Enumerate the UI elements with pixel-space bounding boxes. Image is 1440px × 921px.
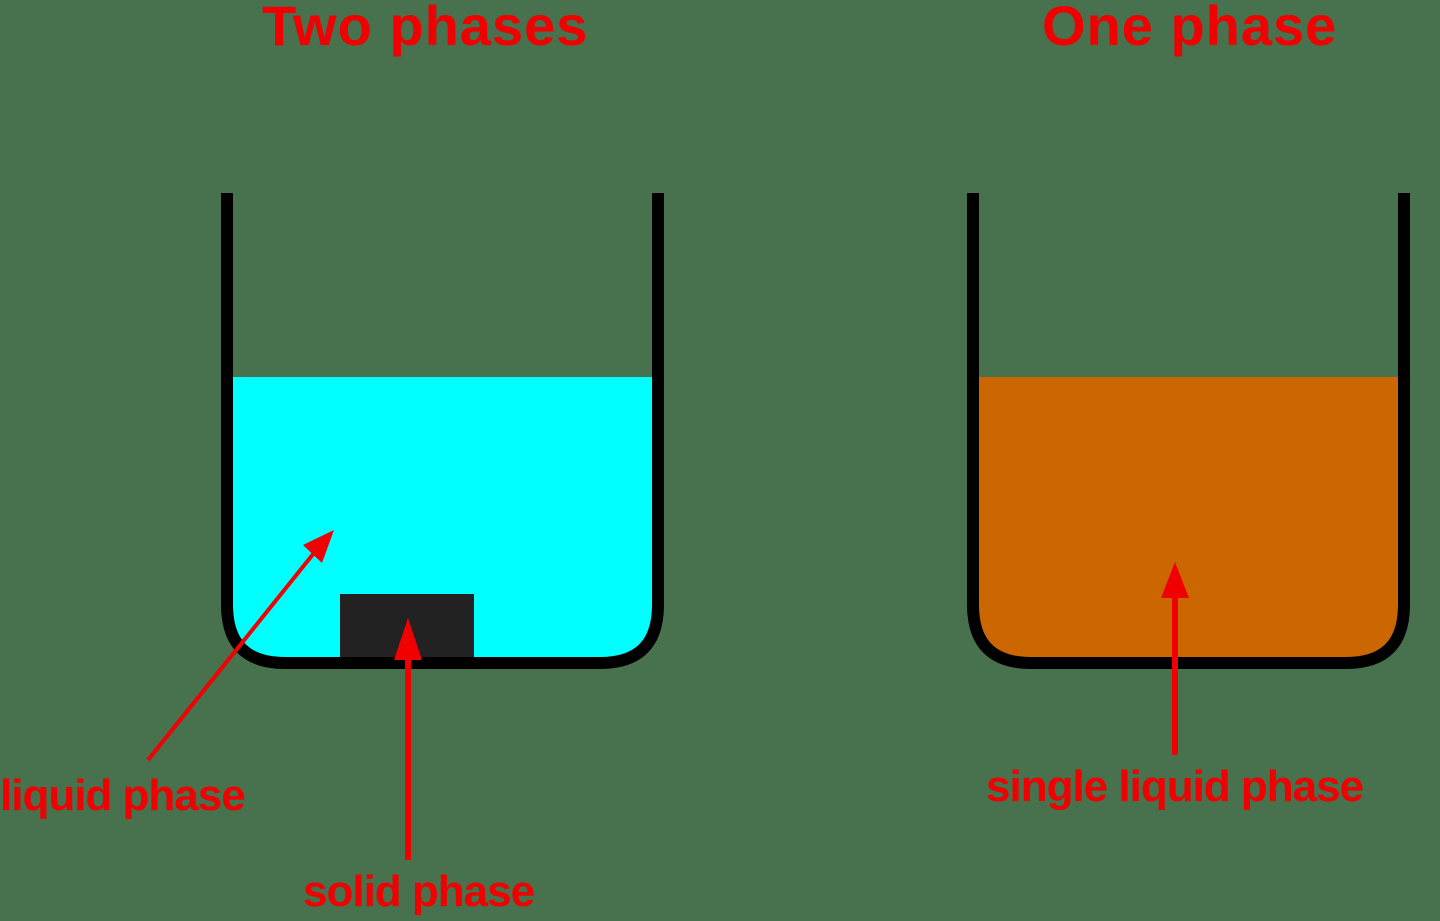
label-liquid-phase: liquid phase — [0, 771, 246, 820]
title-one-phase: One phase — [1042, 0, 1338, 57]
beaker-two-phases — [221, 193, 664, 669]
orange-liquid — [979, 377, 1398, 659]
label-solid-phase: solid phase — [303, 867, 535, 916]
beaker-one-phase — [967, 193, 1410, 669]
beaker-outline — [967, 193, 1410, 669]
arrow-solid-phase — [394, 618, 422, 860]
label-single-liquid-phase: single liquid phase — [986, 762, 1364, 811]
title-two-phases: Two phases — [262, 0, 589, 57]
beaker-outline — [221, 193, 664, 669]
cyan-liquid — [233, 377, 652, 659]
arrow-single-liquid-phase — [1161, 562, 1189, 755]
arrow-liquid-phase — [146, 530, 334, 762]
